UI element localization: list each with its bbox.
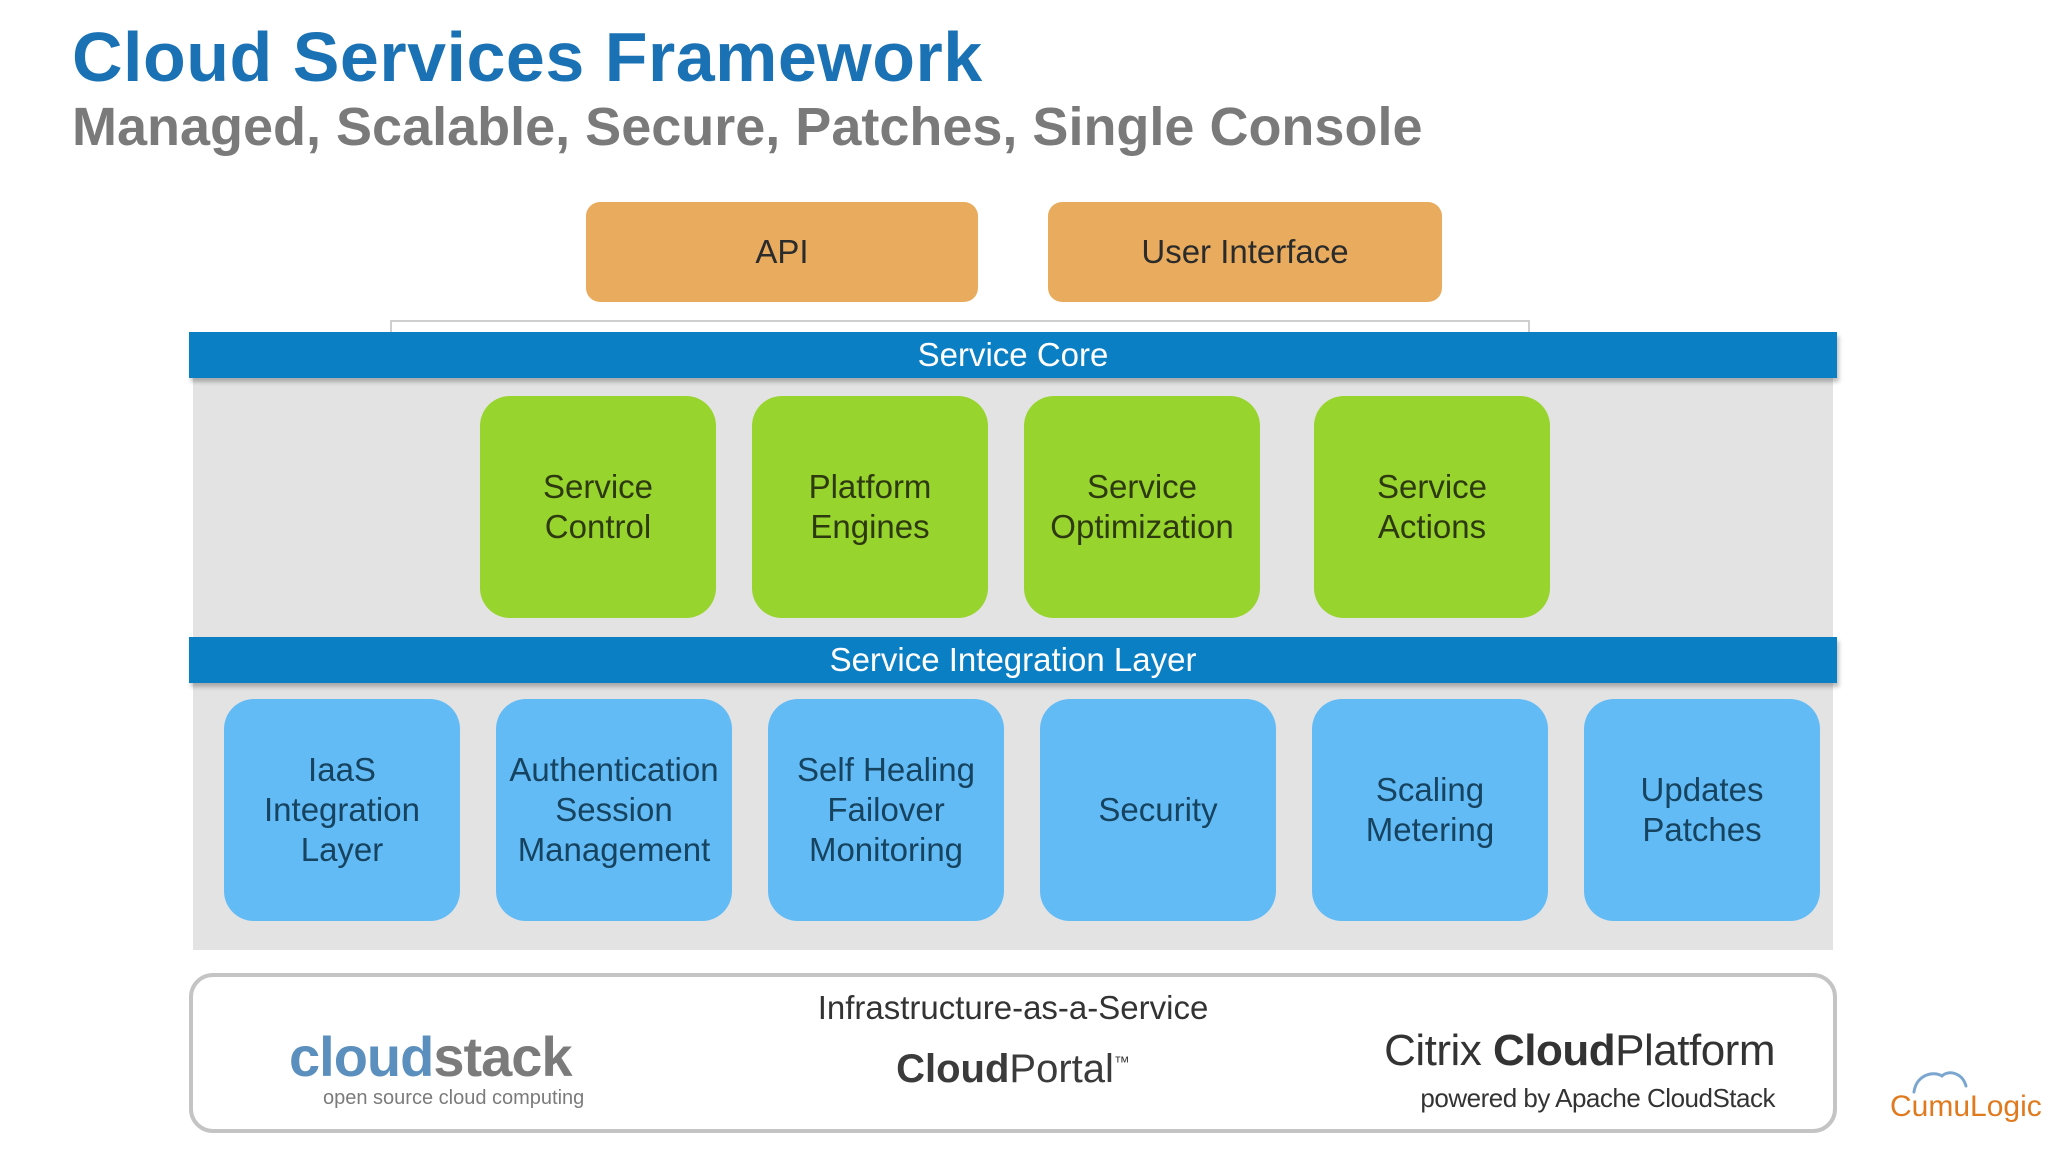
- cloudstack-logo-part2: stack: [433, 1025, 572, 1088]
- top-connector-line: [390, 320, 1530, 334]
- service-integration-layer-label: Service Integration Layer: [829, 641, 1197, 678]
- api-label: API: [755, 233, 809, 270]
- component-line: Layer: [300, 831, 384, 869]
- scaling-metering-box: Scaling Metering: [1312, 699, 1548, 921]
- infrastructure-label: Infrastructure-as-a-Service: [817, 989, 1209, 1026]
- component-line: Updates: [1640, 770, 1764, 808]
- component-line: Integration: [264, 790, 420, 828]
- component-line: Control: [544, 508, 652, 545]
- self-healing-box: Self Healing Failover Monitoring: [768, 699, 1004, 921]
- component-line: Platform: [808, 467, 932, 505]
- page-subtitle: Managed, Scalable, Secure, Patches, Sing…: [72, 97, 1423, 157]
- component-line: Session: [555, 790, 673, 828]
- citrix-tagline: powered by Apache CloudStack: [1420, 1083, 1775, 1113]
- component-line: Self Healing: [797, 750, 975, 788]
- updates-patches-box: Updates Patches: [1584, 699, 1820, 921]
- user-interface-box: User Interface: [1048, 202, 1442, 302]
- cloudportal-logo-part1: Cloud: [896, 1047, 1010, 1091]
- citrix-logo-part3: Platform: [1615, 1026, 1775, 1075]
- cloudstack-logo-part1: cloud: [289, 1025, 434, 1088]
- component-line: Failover: [827, 790, 945, 828]
- platform-engines-box: Platform Engines: [752, 396, 988, 618]
- cloudstack-tagline: open source cloud computing: [323, 1087, 585, 1109]
- service-integration-layer-bar: Service Integration Layer: [189, 637, 1837, 683]
- security-box: Security: [1040, 699, 1276, 921]
- cloudportal-logo: CloudPortal™: [193, 1049, 1833, 1089]
- component-line: Security: [1098, 790, 1218, 828]
- component-line: Management: [517, 831, 711, 869]
- component-line: Scaling: [1375, 770, 1485, 808]
- component-line: Metering: [1365, 811, 1495, 848]
- trademark-mark: ™: [1113, 1054, 1130, 1072]
- service-actions-box: Service Actions: [1314, 396, 1550, 618]
- service-core-label: Service Core: [917, 336, 1109, 373]
- user-interface-label: User Interface: [1141, 233, 1349, 270]
- iaas-integration-layer-box: IaaS Integration Layer: [224, 699, 460, 921]
- cloudportal-logo-part2: Portal: [1009, 1047, 1114, 1091]
- infrastructure-panel: Infrastructure-as-a-Service cloudstack o…: [189, 973, 1837, 1133]
- component-line: Actions: [1377, 508, 1487, 545]
- component-line: Service: [542, 467, 654, 505]
- component-line: Optimization: [1050, 508, 1234, 545]
- authentication-box: Authentication Session Management: [496, 699, 732, 921]
- cumulogic-cloud-icon: [1912, 1071, 1968, 1094]
- api-box: API: [586, 202, 978, 302]
- citrix-logo-part2: Cloud: [1493, 1026, 1616, 1075]
- cloudstack-logo: cloudstack: [289, 1029, 573, 1085]
- service-core-bar: Service Core: [189, 332, 1837, 378]
- component-line: Patches: [1642, 811, 1762, 848]
- component-line: IaaS: [308, 750, 376, 788]
- page-title: Cloud Services Framework: [72, 18, 983, 96]
- component-line: Service: [1376, 467, 1488, 505]
- component-line: Engines: [810, 508, 930, 545]
- service-optimization-box: Service Optimization: [1024, 396, 1260, 618]
- component-line: Service: [1086, 467, 1198, 505]
- citrix-logo-part1: Citrix: [1384, 1026, 1494, 1075]
- citrix-cloudplatform-logo: Citrix CloudPlatform: [1384, 1029, 1775, 1073]
- cumulogic-logo: CumuLogic: [1890, 1090, 2042, 1123]
- component-line: Monitoring: [808, 831, 964, 869]
- service-control-box: Service Control: [480, 396, 716, 618]
- component-line: Authentication: [509, 750, 719, 788]
